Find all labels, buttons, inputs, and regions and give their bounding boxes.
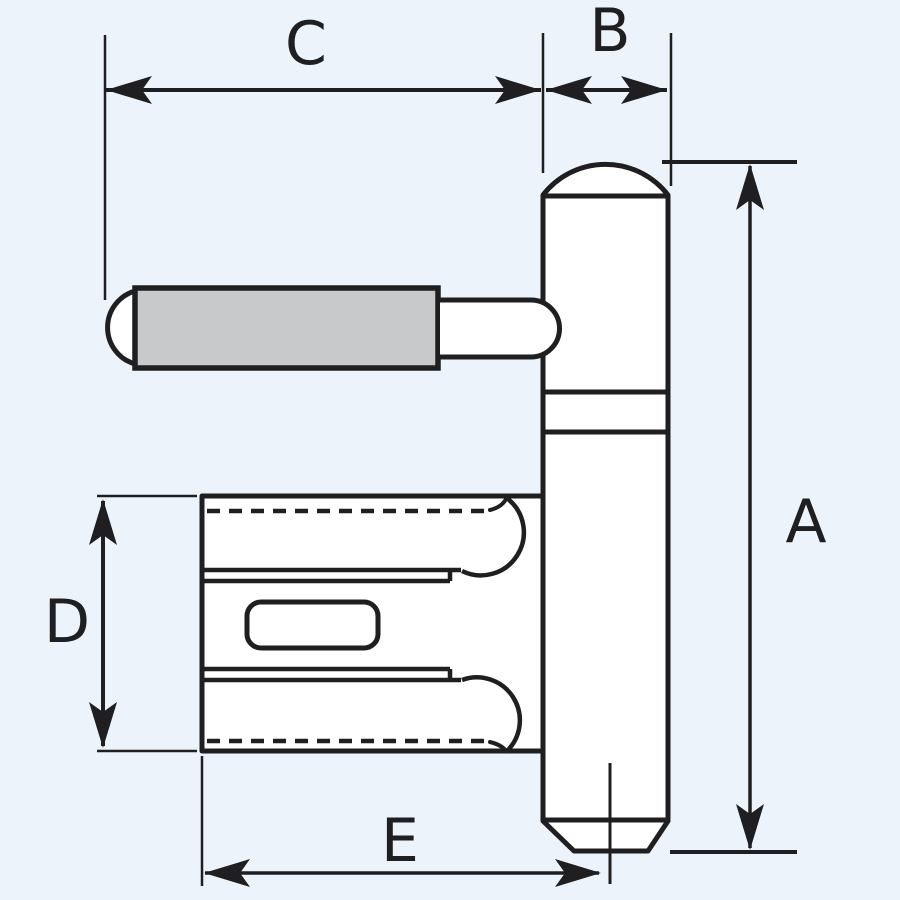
dim-d-arrow-up <box>89 499 117 545</box>
sleeve-channel-edge-upper <box>202 567 461 584</box>
dim-label-d: D <box>44 587 90 657</box>
crank-pin-tip <box>440 297 562 360</box>
crank-pin-gray-body <box>132 285 441 371</box>
dimension-d: D <box>44 494 197 753</box>
sleeve-channel-edge-lower <box>202 666 461 683</box>
sleeve-hidden-edge-bottom-hook <box>488 740 508 753</box>
dim-e-arrow-left <box>204 859 250 887</box>
dim-d-arrow-down <box>89 702 117 748</box>
dim-label-b: B <box>589 0 630 66</box>
dimension-e: E <box>200 756 601 887</box>
hinge-barrel <box>540 161 671 884</box>
dim-label-c: C <box>285 9 327 79</box>
dimension-b: B <box>541 0 673 186</box>
sleeve-slot-hole <box>244 599 381 651</box>
dim-c-arrow-left <box>106 76 152 104</box>
dim-c-arrow-right <box>495 76 541 104</box>
crank-pin <box>105 285 562 371</box>
sleeve-bore-arc-top <box>461 497 527 578</box>
dimension-c: C <box>103 9 541 300</box>
sleeve-bore-arc-bottom <box>461 675 523 752</box>
dim-a-arrow-up <box>736 164 764 210</box>
sleeve-hidden-edge-top-hook <box>488 497 508 512</box>
dim-a-arrow-down <box>736 804 764 850</box>
barrel-body <box>540 161 671 854</box>
crank-pin-left-cap <box>105 288 136 367</box>
dimension-a: A <box>662 160 827 854</box>
dim-e-arrow-right <box>555 859 601 887</box>
dim-label-e: E <box>381 806 419 876</box>
dim-b-arrow-left <box>546 76 592 104</box>
dim-label-a: A <box>785 487 826 557</box>
mortise-sleeve <box>199 493 545 754</box>
dim-b-arrow-right <box>621 76 667 104</box>
